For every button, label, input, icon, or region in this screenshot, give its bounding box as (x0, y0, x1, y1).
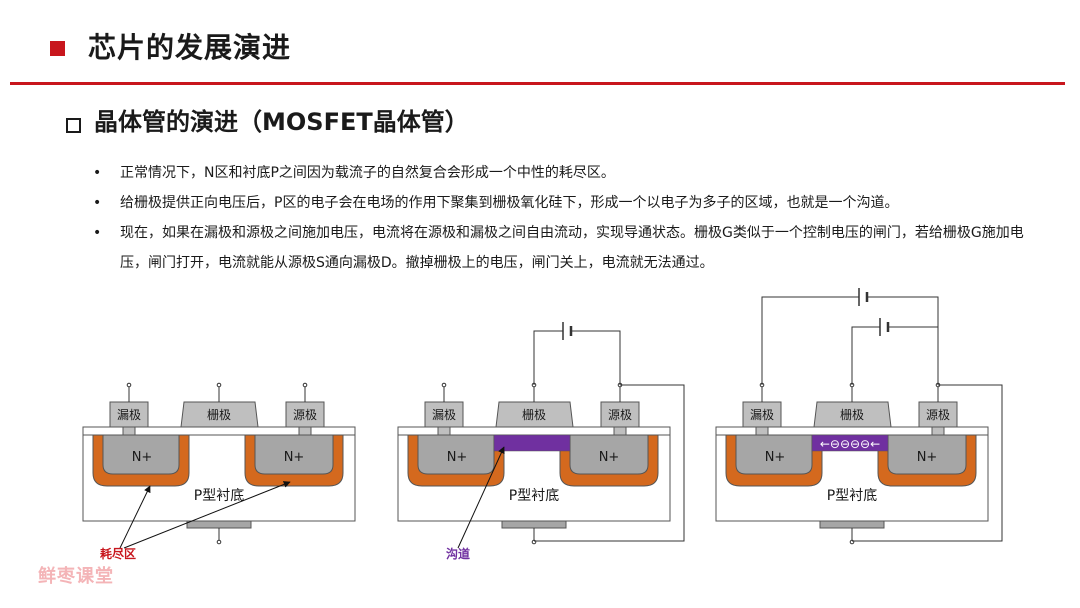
callout-arrow (119, 485, 151, 549)
body-return-wire (534, 384, 685, 542)
n-plus-region (254, 434, 334, 475)
ds-battery-wire (867, 296, 939, 385)
drain-label: 漏极 (432, 408, 456, 422)
source-label: 源极 (608, 408, 632, 422)
electron-flow-label: ←⊖⊖⊖⊖← (820, 437, 880, 451)
bullet-item: • 现在，如果在漏极和源极之间施加电压，电流将在源极和漏极之间自由流动，实现导通状… (90, 218, 1050, 278)
body-contact (819, 520, 885, 529)
gate-label: 栅极 (840, 407, 864, 422)
section-title: 晶体管的演进（MOSFET晶体管） (94, 108, 469, 136)
body-return-wire (852, 384, 1003, 542)
n-plus-region (569, 434, 649, 475)
bullet-item: • 正常情况下，N区和衬底P之间因为载流子的自然复合会形成一个中性的耗尽区。 (90, 158, 1050, 188)
gate-electrode (813, 401, 892, 428)
bullet-dot-icon: • (93, 225, 102, 241)
title-marker (50, 41, 65, 56)
drain-electrode (742, 401, 782, 428)
bullet-dot-icon: • (93, 165, 102, 181)
depletion-callout-label: 耗尽区 (100, 546, 136, 561)
title-divider (10, 82, 1065, 85)
substrate-label: P型衬底 (827, 488, 877, 504)
drain-contact (755, 426, 769, 436)
source-contact (613, 426, 627, 436)
body-contact (186, 520, 252, 529)
n-plus-label: N+ (765, 450, 786, 465)
watermark: 鲜枣课堂 (38, 566, 114, 587)
source-electrode (600, 401, 640, 428)
drain-label: 漏极 (750, 408, 774, 422)
bullet-list: • 正常情况下，N区和衬底P之间因为载流子的自然复合会形成一个中性的耗尽区。 • 给… (90, 158, 1050, 278)
channel-region (811, 434, 889, 452)
n-plus-label: N+ (917, 450, 938, 465)
terminal (216, 539, 222, 545)
callout-arrow (457, 446, 505, 549)
bullet-text: 现在，如果在漏极和源极之间施加电压，电流将在源极和漏极之间自由流动，实现导通状态… (120, 225, 1024, 271)
bullet-item: • 给栅极提供正向电压后，P区的电子会在电场的作用下聚集到栅极氧化硅下，形成一个以… (90, 188, 1050, 218)
gate-battery-wire (533, 330, 563, 385)
gate-electrode (180, 401, 259, 428)
body-contact (501, 520, 567, 529)
source-label: 源极 (926, 408, 950, 422)
substrate-label: P型衬底 (509, 488, 559, 504)
callout-arrow (123, 481, 291, 549)
gate-electrode (495, 401, 574, 428)
n-plus-region (887, 434, 967, 475)
n-plus-region (417, 434, 495, 475)
channel-callout-label: 沟道 (446, 546, 470, 561)
gate-label: 栅极 (522, 407, 546, 422)
terminal (302, 382, 308, 388)
source-contact (298, 426, 312, 436)
terminal (441, 382, 447, 388)
bullet-dot-icon: • (93, 195, 102, 211)
n-plus-region (102, 434, 180, 475)
source-contact (931, 426, 945, 436)
source-label: 源极 (293, 408, 317, 422)
drain-contact (122, 426, 136, 436)
section-bullet-icon (66, 118, 81, 133)
n-plus-label: N+ (599, 450, 620, 465)
page-title: 芯片的发展演进 (88, 31, 292, 64)
substrate-label: P型衬底 (194, 488, 244, 504)
gate-battery-wire (571, 330, 621, 385)
bullet-text: 给栅极提供正向电压后，P区的电子会在电场的作用下聚集到栅极氧化硅下，形成一个以电… (120, 195, 899, 211)
channel-region (493, 434, 571, 452)
n-plus-region (735, 434, 813, 475)
ds-battery-wire (761, 296, 859, 385)
gate-label: 栅极 (207, 407, 231, 422)
bullet-text: 正常情况下，N区和衬底P之间因为载流子的自然复合会形成一个中性的耗尽区。 (120, 165, 615, 181)
drain-contact (437, 426, 451, 436)
n-plus-label: N+ (132, 450, 153, 465)
terminal (126, 382, 132, 388)
terminal (216, 382, 222, 388)
drain-label: 漏极 (117, 408, 141, 422)
n-plus-label: N+ (284, 450, 305, 465)
n-plus-label: N+ (447, 450, 468, 465)
gate-battery-wire (851, 326, 880, 385)
